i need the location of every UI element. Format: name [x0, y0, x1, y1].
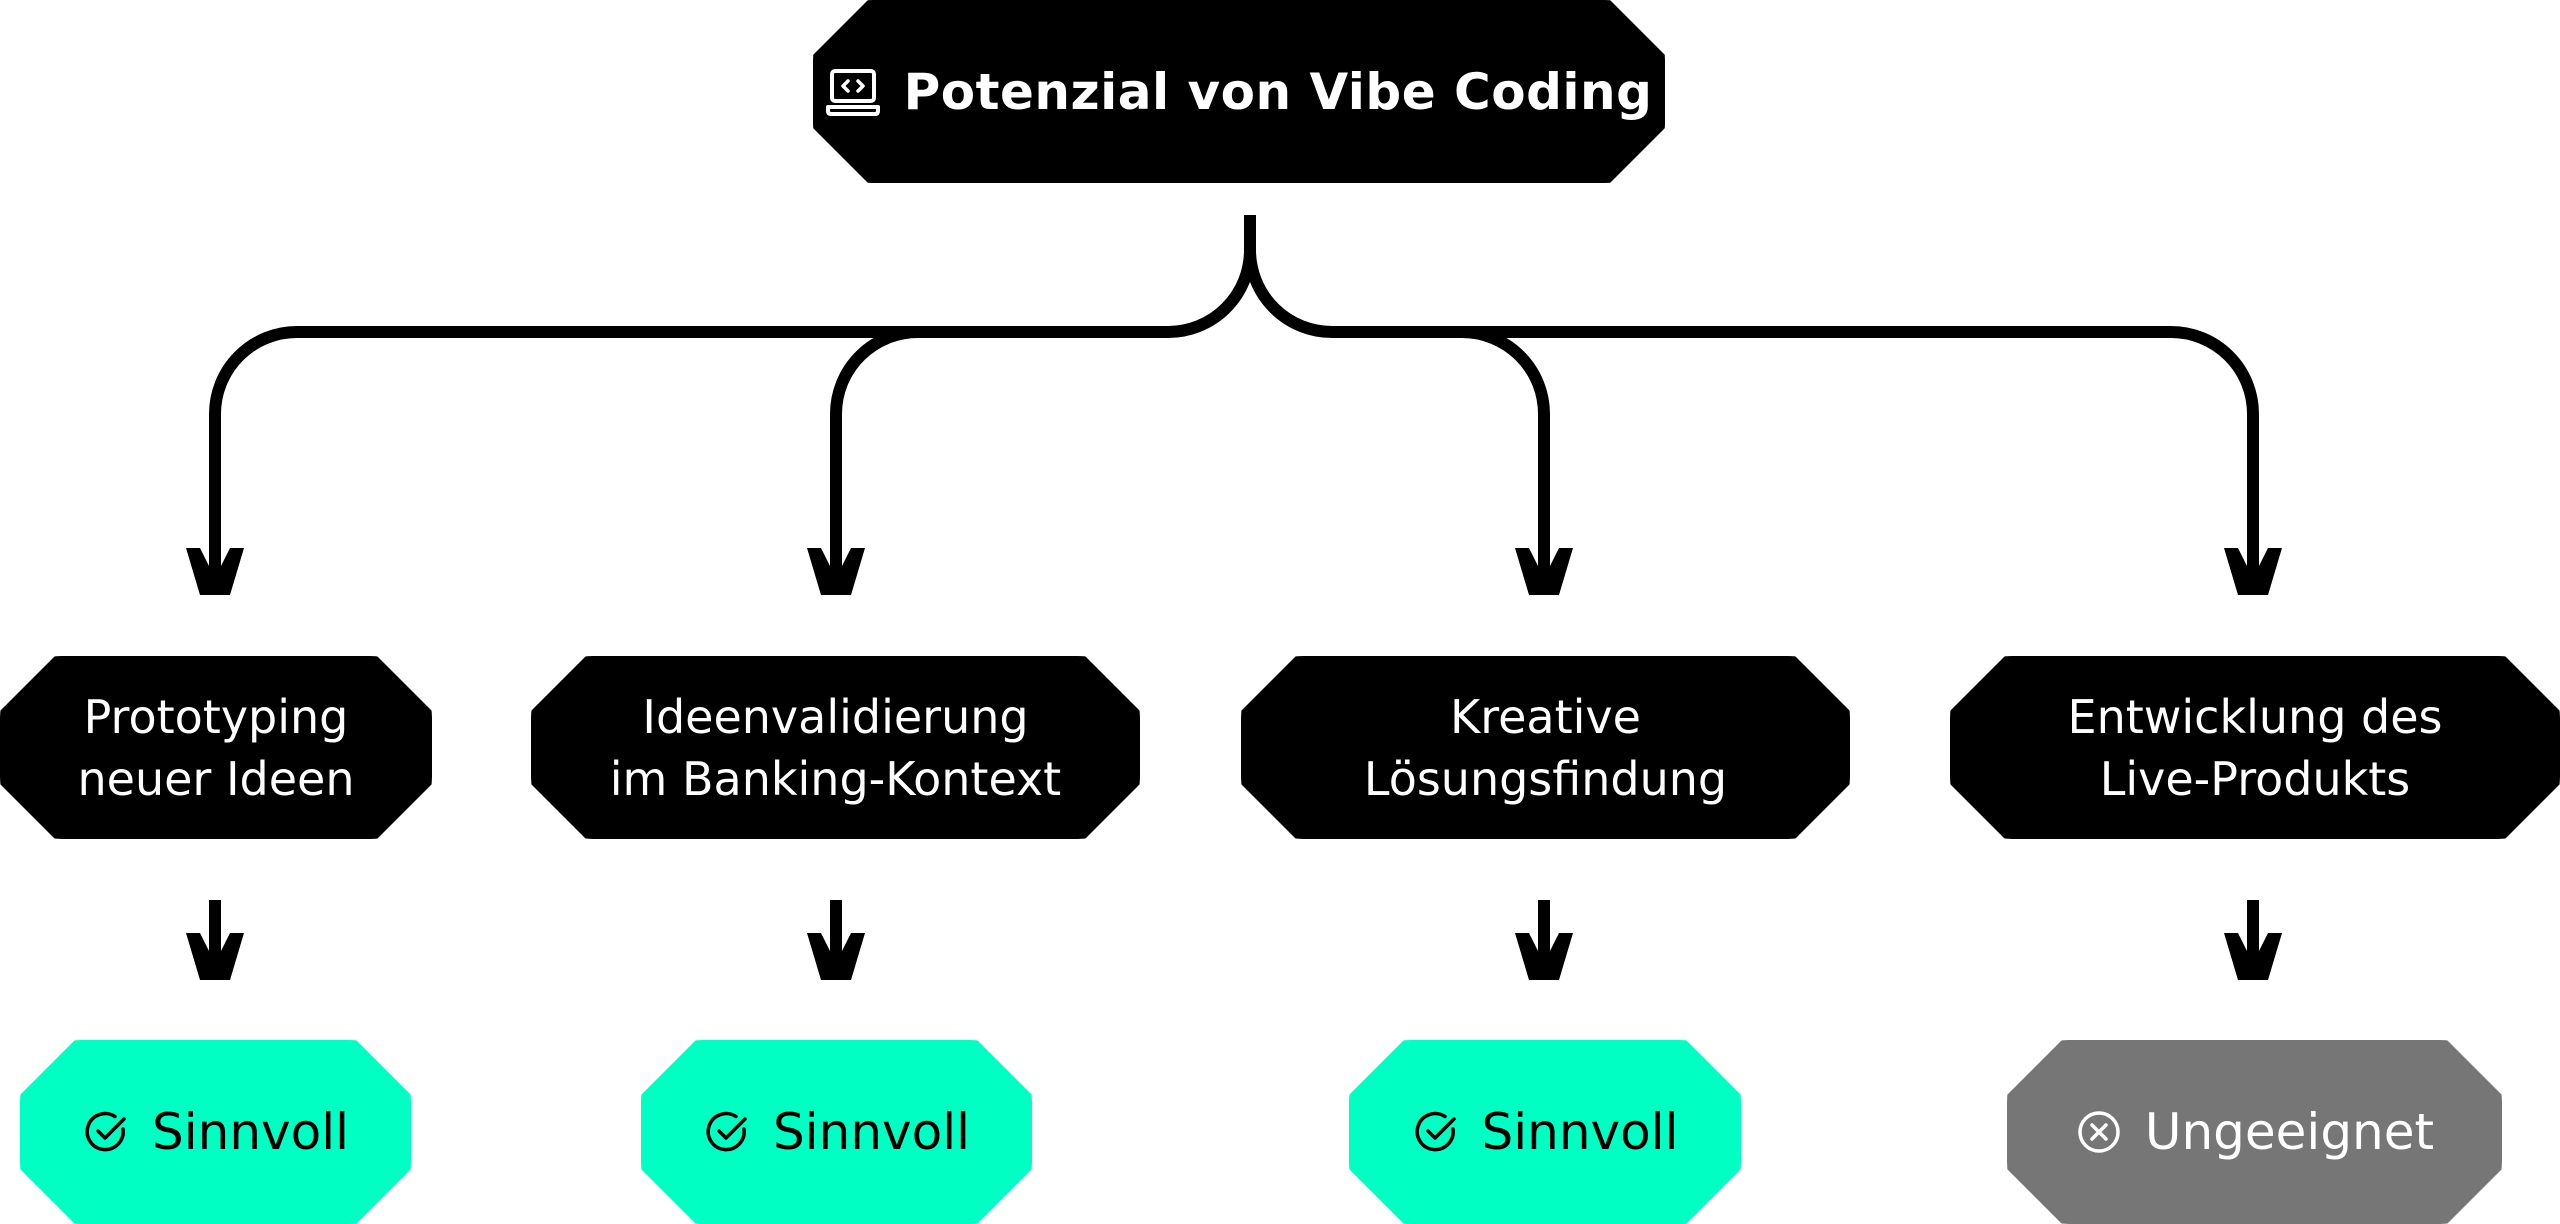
connector-branch-4 [1462, 326, 2259, 585]
result-label: Sinnvoll [773, 1103, 970, 1161]
result-node-sinnvoll: Sinnvoll [20, 1040, 411, 1224]
arrowhead-result-1 [186, 933, 244, 980]
connector-branch-3 [1244, 249, 1550, 585]
category-label: Prototyping neuer Ideen [77, 689, 355, 806]
category-node-prototyping: Prototyping neuer Ideen [0, 656, 432, 839]
root-title: Potenzial von Vibe Coding [903, 62, 1653, 121]
arrowhead-4 [2224, 548, 2282, 595]
connector-branch-1 [209, 249, 1256, 585]
result-label: Ungeeignet [2144, 1103, 2435, 1161]
arrowhead-3 [1515, 548, 1573, 595]
arrowhead-result-3 [1515, 933, 1573, 980]
category-node-ideenvalidierung: Ideenvalidierung im Banking-Kontext [531, 656, 1140, 839]
laptop-code-icon [826, 67, 880, 117]
arrowhead-result-2 [807, 933, 865, 980]
root-node: Potenzial von Vibe Coding [813, 0, 1665, 183]
arrowhead-result-4 [2224, 933, 2282, 980]
result-node-sinnvoll: Sinnvoll [641, 1040, 1032, 1224]
category-label: Entwicklung des Live-Produkts [2067, 689, 2443, 806]
category-node-live-produkt: Entwicklung des Live-Produkts [1950, 656, 2560, 839]
x-circle-icon [2075, 1108, 2123, 1156]
connector-branch-2 [830, 325, 921, 585]
arrowhead-2 [807, 548, 865, 595]
check-circle-icon [1412, 1108, 1460, 1156]
check-circle-icon [82, 1108, 130, 1156]
category-node-kreative-loesungsfindung: Kreative Lösungsfindung [1241, 656, 1850, 839]
result-node-sinnvoll: Sinnvoll [1349, 1040, 1741, 1224]
check-circle-icon [703, 1108, 751, 1156]
result-label: Sinnvoll [152, 1103, 349, 1161]
arrowhead-1 [186, 548, 244, 595]
category-label: Ideenvalidierung im Banking-Kontext [609, 689, 1062, 806]
result-node-ungeeignet: Ungeeignet [2007, 1040, 2502, 1224]
category-label: Kreative Lösungsfindung [1363, 689, 1728, 806]
result-label: Sinnvoll [1481, 1103, 1679, 1161]
